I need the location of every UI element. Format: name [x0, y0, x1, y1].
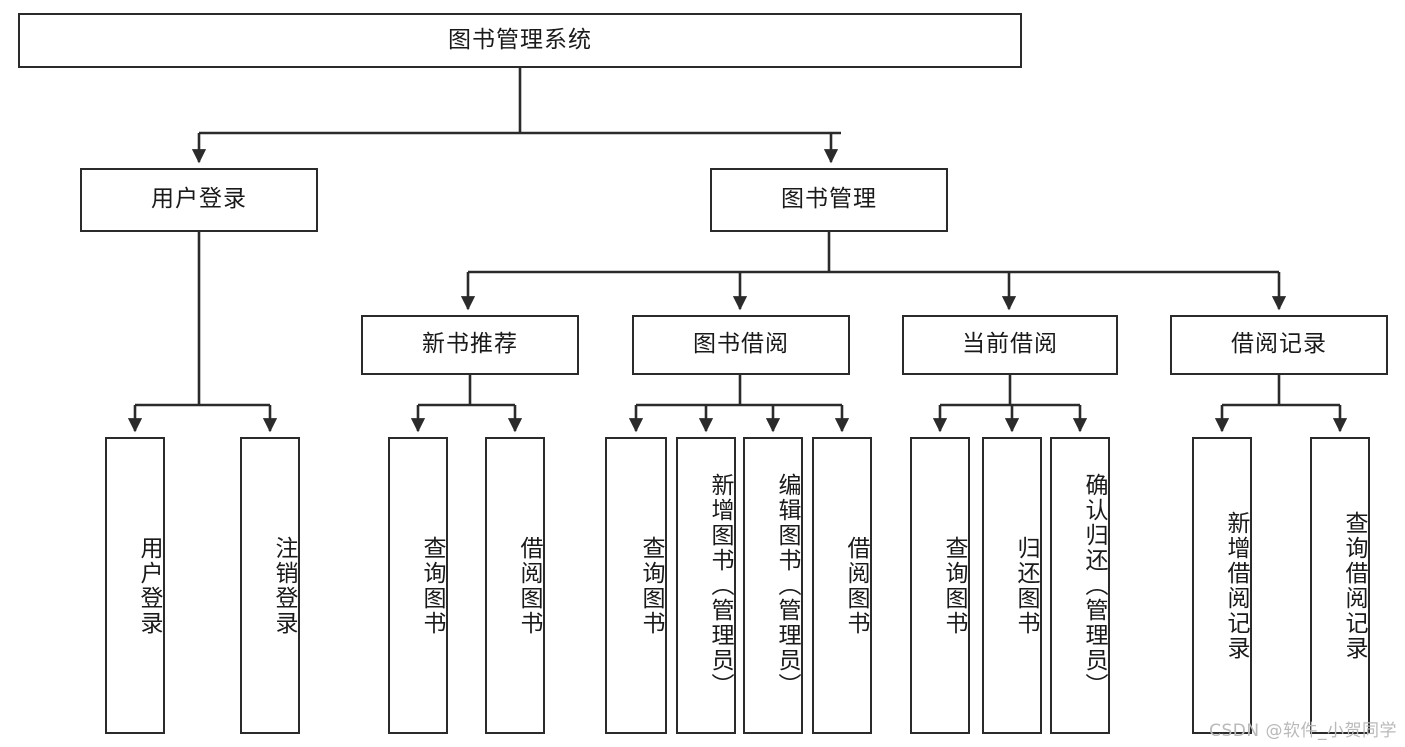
node-new-book-rec[interactable]: 新书推荐	[361, 315, 579, 375]
leaf-user-login[interactable]: 用户登录	[105, 437, 165, 734]
watermark-text: CSDN @软件_小贺同学	[1209, 721, 1397, 741]
leaf-edit-book-label: 编辑图书（管理员）	[774, 473, 800, 698]
leaf-add-record[interactable]: 新增借阅记录	[1192, 437, 1252, 734]
leaf-add-book[interactable]: 新增图书（管理员）	[676, 437, 736, 734]
node-root[interactable]: 图书管理系统	[18, 13, 1022, 68]
leaf-confirm-return-label: 确认归还（管理员）	[1081, 473, 1107, 698]
leaf-borrow-book-2-label: 借阅图书	[843, 535, 869, 636]
node-borrow-record-label: 借阅记录	[1231, 331, 1327, 358]
node-book-manage-label: 图书管理	[781, 186, 877, 213]
leaf-query-record-label: 查询借阅记录	[1341, 510, 1367, 661]
leaf-add-record-label: 新增借阅记录	[1223, 510, 1249, 661]
leaf-query-book-2-label: 查询图书	[638, 535, 664, 636]
leaf-add-book-label: 新增图书（管理员）	[707, 473, 733, 698]
leaf-user-logout-label: 注销登录	[271, 535, 297, 636]
node-book-borrow[interactable]: 图书借阅	[632, 315, 850, 375]
node-book-borrow-label: 图书借阅	[693, 331, 789, 358]
node-new-book-rec-label: 新书推荐	[422, 331, 518, 358]
leaf-borrow-book-2[interactable]: 借阅图书	[812, 437, 872, 734]
leaf-query-book-3[interactable]: 查询图书	[910, 437, 970, 734]
leaf-user-login-label: 用户登录	[136, 535, 162, 636]
node-current-borrow[interactable]: 当前借阅	[902, 315, 1118, 375]
leaf-edit-book[interactable]: 编辑图书（管理员）	[743, 437, 803, 734]
node-user-login-label: 用户登录	[151, 186, 247, 213]
leaf-query-record[interactable]: 查询借阅记录	[1310, 437, 1370, 734]
leaf-query-book-3-label: 查询图书	[941, 535, 967, 636]
leaf-borrow-book-1-label: 借阅图书	[516, 535, 542, 636]
leaf-confirm-return[interactable]: 确认归还（管理员）	[1050, 437, 1110, 734]
node-book-manage[interactable]: 图书管理	[710, 168, 948, 232]
leaf-query-book-1[interactable]: 查询图书	[388, 437, 448, 734]
leaf-user-logout[interactable]: 注销登录	[240, 437, 300, 734]
leaf-query-book-1-label: 查询图书	[419, 535, 445, 636]
node-user-login[interactable]: 用户登录	[80, 168, 318, 232]
leaf-borrow-book-1[interactable]: 借阅图书	[485, 437, 545, 734]
node-root-label: 图书管理系统	[448, 26, 592, 53]
leaf-query-book-2[interactable]: 查询图书	[605, 437, 667, 734]
leaf-return-book-label: 归还图书	[1013, 535, 1039, 636]
leaf-return-book[interactable]: 归还图书	[982, 437, 1042, 734]
node-current-borrow-label: 当前借阅	[962, 331, 1058, 358]
node-borrow-record[interactable]: 借阅记录	[1170, 315, 1388, 375]
